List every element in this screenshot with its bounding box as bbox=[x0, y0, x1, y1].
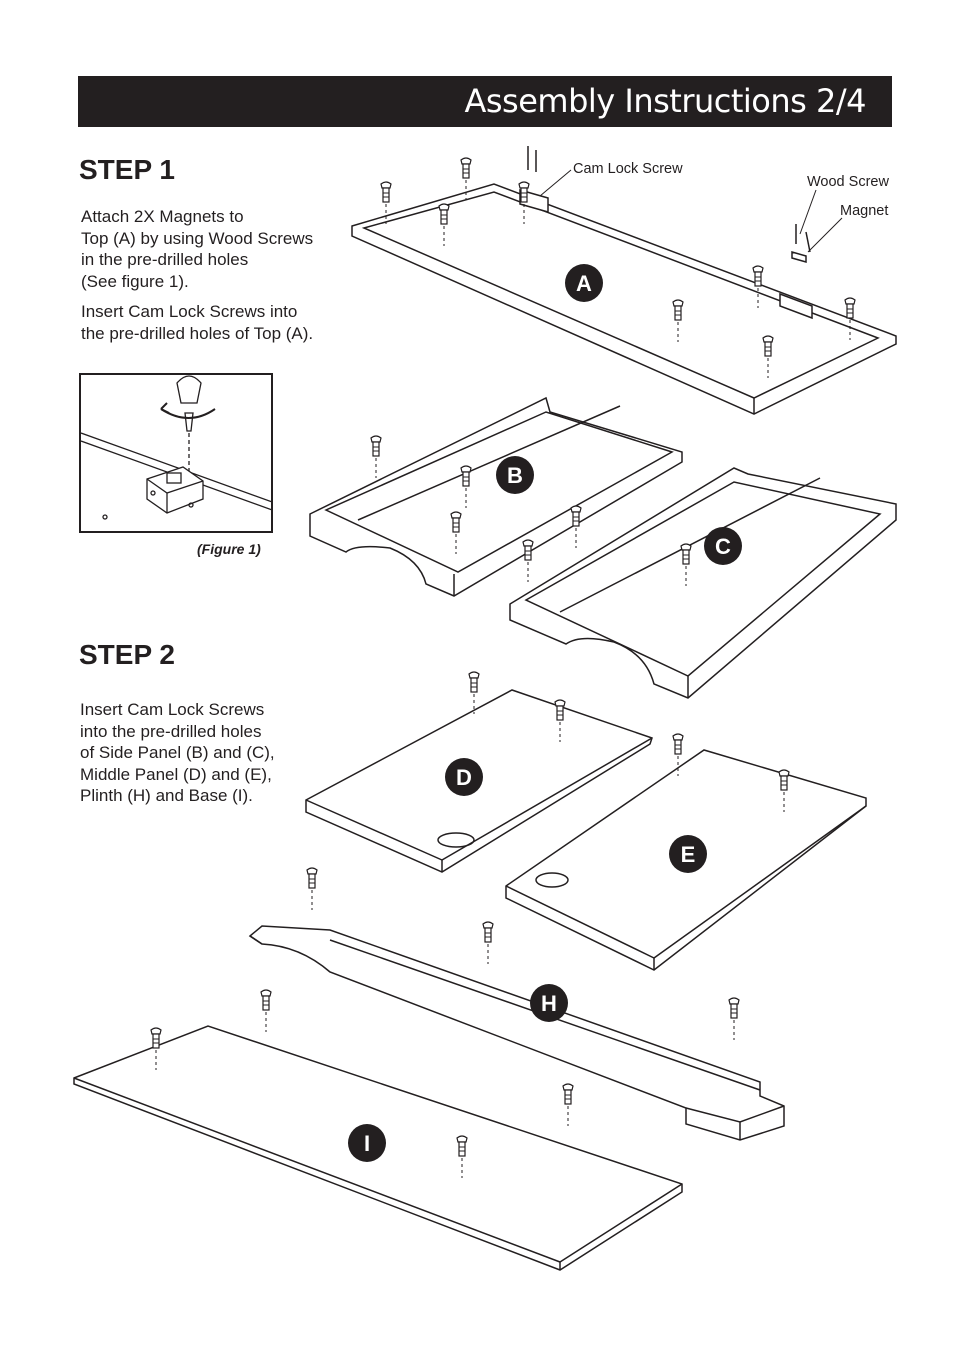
part-label-b-text: B bbox=[507, 463, 523, 488]
part-label-e: E bbox=[669, 835, 707, 873]
wood-screw-label: Wood Screw bbox=[807, 174, 889, 190]
side-panel-b bbox=[309, 396, 683, 597]
figure-1-caption: (Figure 1) bbox=[197, 541, 261, 557]
figure-1-illustration bbox=[81, 375, 271, 520]
figure-1-box bbox=[79, 373, 273, 533]
page-title: Assembly Instructions 2/4 bbox=[464, 82, 866, 120]
part-label-c-text: C bbox=[715, 534, 731, 559]
step2-instruction: Insert Cam Lock Screws into the pre-dril… bbox=[80, 700, 275, 805]
step2-heading: STEP 2 bbox=[79, 639, 175, 670]
part-label-b: B bbox=[496, 456, 534, 494]
top-panel-a bbox=[351, 183, 897, 415]
step1-instruction-cam-lock: Insert Cam Lock Screws into the pre-dril… bbox=[81, 302, 314, 343]
header-bar: Assembly Instructions 2/4 bbox=[78, 76, 892, 127]
part-label-c: C bbox=[704, 527, 742, 565]
cam-lock-screw-label: Cam Lock Screw bbox=[573, 161, 683, 177]
step1-instruction-magnets: Attach 2X Magnets to Top (A) by using Wo… bbox=[81, 207, 314, 291]
step1-heading: STEP 1 bbox=[79, 154, 175, 185]
part-label-i-text: I bbox=[364, 1131, 370, 1156]
callout-leaders bbox=[539, 169, 843, 253]
part-label-h: H bbox=[530, 984, 568, 1022]
part-label-d-text: D bbox=[456, 765, 472, 790]
part-label-e-text: E bbox=[681, 842, 696, 867]
magnet-label: Magnet bbox=[840, 203, 889, 219]
part-label-d: D bbox=[445, 758, 483, 796]
part-label-h-text: H bbox=[541, 991, 557, 1016]
part-label-i: I bbox=[348, 1124, 386, 1162]
part-label-a-text: A bbox=[576, 271, 592, 296]
part-label-a: A bbox=[565, 264, 603, 302]
top-panel-a-screws bbox=[380, 146, 856, 379]
